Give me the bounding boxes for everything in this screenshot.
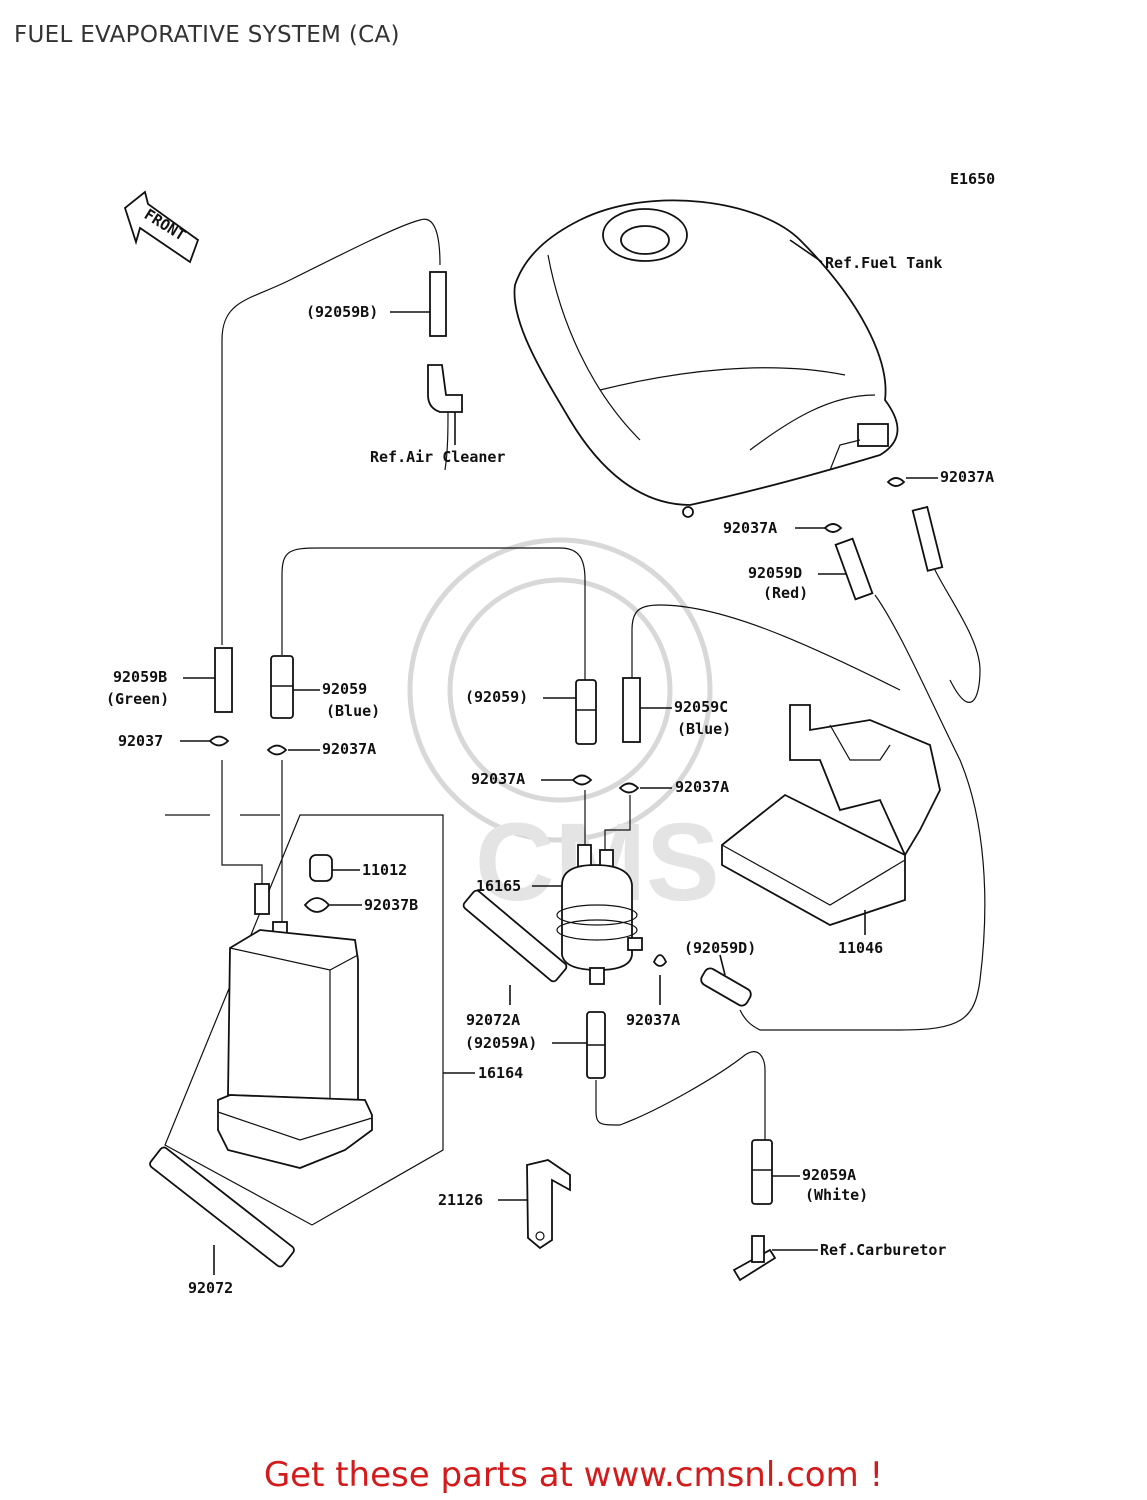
- label-92037a-c1: 92037A: [471, 770, 525, 788]
- bracket-tray-11046: [721, 704, 941, 926]
- label-92059c: 92059C: [674, 698, 728, 716]
- promo-link[interactable]: Get these parts at www.cmsnl.com !: [263, 1455, 884, 1495]
- clamp-92037b: [303, 897, 331, 913]
- hose-92059c-blue: [622, 677, 641, 743]
- label-92037: 92037: [118, 732, 163, 750]
- cms-watermark: CMS: [407, 537, 719, 924]
- clamp-92037a-mid: [823, 523, 843, 533]
- clamp-92037: [208, 735, 230, 747]
- label-92037a-mid: 92037A: [723, 519, 777, 537]
- fuel-tank: [513, 199, 899, 518]
- clamp-92037a-c1: [571, 774, 593, 786]
- page-title: FUEL EVAPORATIVE SYSTEM (CA): [14, 22, 400, 48]
- label-92072: 92072: [188, 1279, 233, 1297]
- hose-tank-vent: [911, 505, 944, 572]
- label-92059d-paren: (92059D): [684, 939, 756, 957]
- separator-16165: [556, 844, 643, 985]
- label-92072a: 92072A: [466, 1011, 520, 1029]
- diagram-code: E1650: [950, 170, 995, 188]
- label-92059b-top: (92059B): [306, 303, 378, 321]
- label-red: (Red): [763, 584, 808, 602]
- label-92037b: 92037B: [364, 896, 418, 914]
- canister-16164: [217, 883, 373, 1169]
- label-92037a-tank: 92037A: [940, 468, 994, 486]
- label-blue-right: (Blue): [677, 720, 731, 738]
- hose-92059-blue: [270, 655, 294, 719]
- hose-92059b-green: [214, 647, 233, 713]
- label-92059a: 92059A: [802, 1166, 856, 1184]
- label-green: (Green): [106, 690, 169, 708]
- front-arrow-icon: FRONT: [123, 190, 200, 264]
- band-92072: [149, 1146, 295, 1268]
- hose-92059-paren: [575, 679, 597, 745]
- air-cleaner-fitting: [427, 364, 463, 413]
- label-92037a-low: 92037A: [626, 1011, 680, 1029]
- label-ref-air-cleaner: Ref.Air Cleaner: [370, 448, 505, 466]
- clip-21126: [526, 1159, 571, 1250]
- hose-92059d-red: [834, 537, 874, 601]
- label-16164: 16164: [478, 1064, 523, 1082]
- label-ref-fuel-tank: Ref.Fuel Tank: [825, 254, 942, 272]
- clamp-92037a-low: [652, 954, 668, 967]
- label-92059a-paren: (92059A): [465, 1034, 537, 1052]
- clamp-92037a-c2: [618, 782, 640, 794]
- label-92059-paren: (92059): [465, 688, 528, 706]
- label-92059b: 92059B: [113, 668, 167, 686]
- hose-92059b-top: [429, 271, 447, 337]
- cap-11012: [309, 854, 333, 882]
- hose-92059d-paren: [700, 967, 752, 1007]
- label-16165: 16165: [476, 877, 521, 895]
- label-21126: 21126: [438, 1191, 483, 1209]
- label-92037a-left: 92037A: [322, 740, 376, 758]
- clamp-92037a-tank: [886, 477, 906, 487]
- label-92059: 92059: [322, 680, 367, 698]
- hose-92059a-white: [751, 1139, 773, 1205]
- label-92037a-c2: 92037A: [675, 778, 729, 796]
- band-92072a: [462, 889, 568, 983]
- label-92059d: 92059D: [748, 564, 802, 582]
- clamp-92037a-left: [266, 744, 288, 756]
- label-blue-left: (Blue): [326, 702, 380, 720]
- label-11046: 11046: [838, 939, 883, 957]
- label-white: (White): [805, 1186, 868, 1204]
- label-ref-carburetor: Ref.Carburetor: [820, 1241, 946, 1259]
- label-11012: 11012: [362, 861, 407, 879]
